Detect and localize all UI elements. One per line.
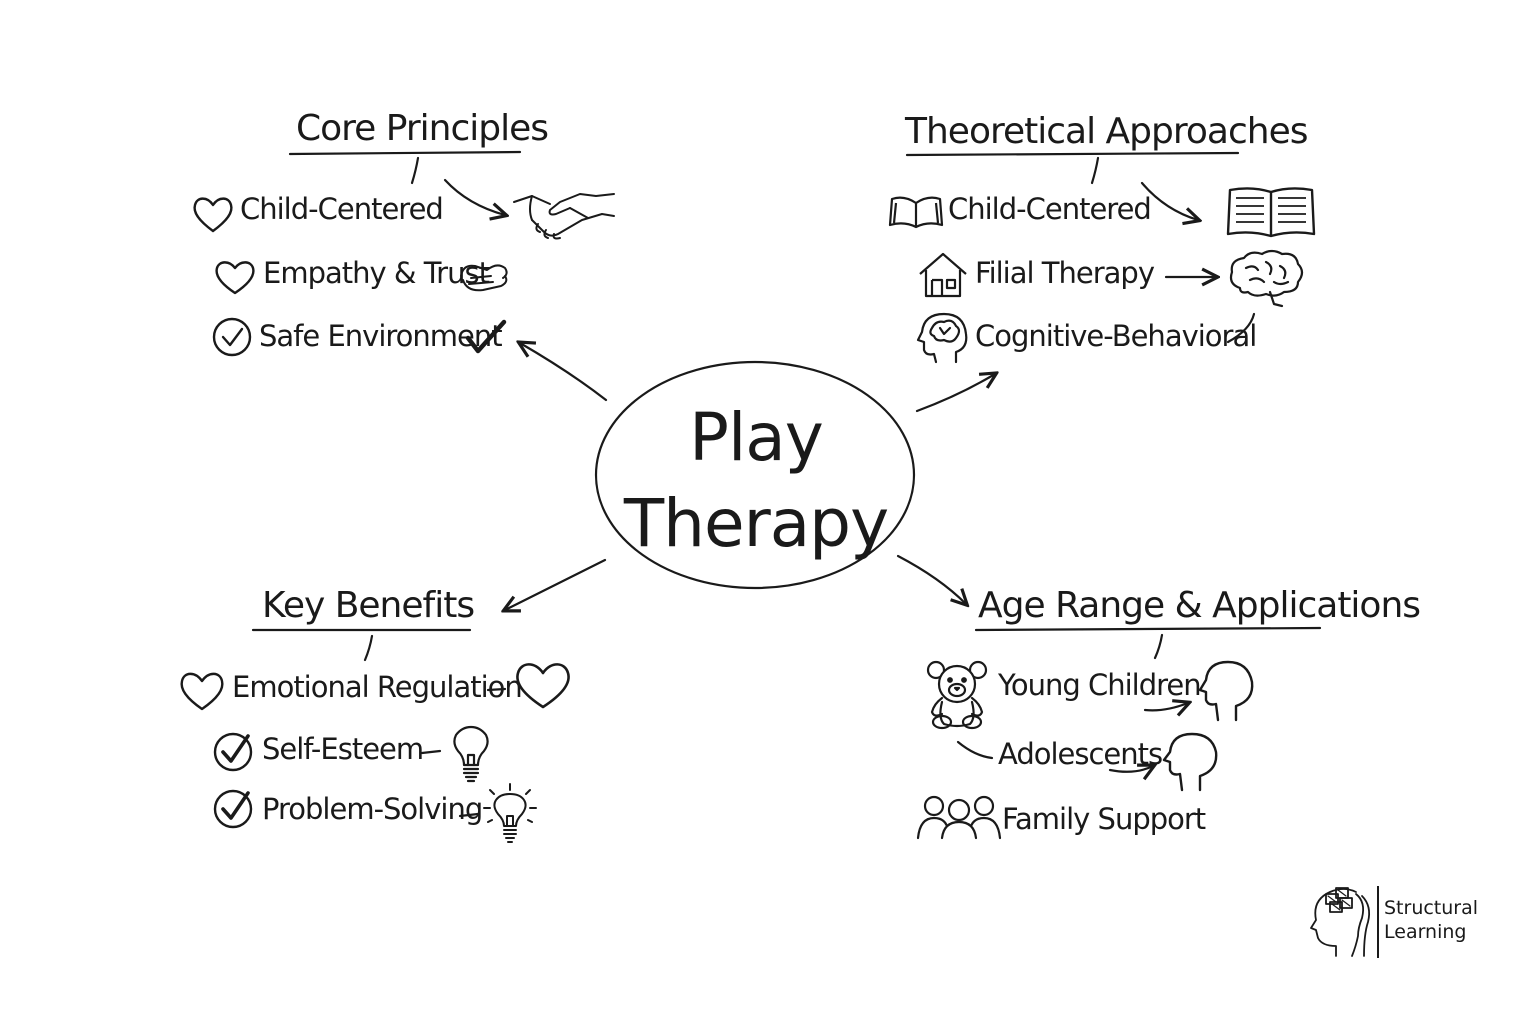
hands-icon — [460, 264, 508, 292]
age-item-family-support: Family Support — [1002, 802, 1206, 836]
heart-icon — [516, 663, 570, 709]
check-circle-icon — [213, 732, 253, 772]
benefit-item-self-esteem: Self-Esteem — [262, 732, 424, 766]
check-circle-icon — [213, 789, 253, 829]
book-icon — [1226, 187, 1316, 238]
teddy-bear-icon — [926, 660, 988, 730]
structural-learning-logo-icon — [1310, 886, 1379, 958]
handshake-icon — [513, 193, 615, 240]
brand-line2: Learning — [1384, 921, 1467, 943]
age-range-heading: Age Range & Applications — [978, 585, 1421, 626]
brand-name: Structural Learning — [1384, 896, 1478, 944]
center-title: Play Therapy — [598, 395, 914, 567]
arrow-to-benefits — [505, 558, 607, 610]
arrow-to-age — [896, 554, 966, 604]
head-brain-icon — [916, 312, 968, 364]
brand-line1: Structural — [1384, 897, 1479, 919]
core-principles-heading: Core Principles — [296, 108, 549, 149]
theory-item-filial-therapy: Filial Therapy — [975, 256, 1155, 290]
check-circle-icon — [212, 317, 252, 357]
theory-item-cognitive-behavioral: Cognitive-Behavioral — [975, 319, 1257, 353]
heart-icon — [180, 672, 224, 711]
heart-icon — [193, 197, 233, 233]
arrow-to-core — [520, 343, 608, 402]
underline-age — [974, 626, 1322, 632]
core-item-safe-environment: Safe Environment — [259, 319, 503, 353]
underline-core — [288, 150, 522, 156]
benefit-item-emotional-regulation: Emotional Regulation — [232, 670, 523, 704]
brain-icon — [1229, 249, 1304, 308]
core-item-empathy-trust: Empathy & Trust — [263, 256, 490, 290]
center-title-line2: Therapy — [623, 485, 889, 562]
bright-lightbulb-icon — [483, 783, 537, 843]
benefit-item-problem-solving: Problem-Solving — [262, 792, 483, 826]
core-item-child-centered: Child-Centered — [240, 192, 444, 226]
theory-item-child-centered: Child-Centered — [948, 192, 1152, 226]
head-profile-icon — [1198, 660, 1254, 722]
lightbulb-icon — [453, 725, 489, 783]
family-icon — [916, 795, 1002, 840]
age-item-young-children: Young Children — [998, 668, 1202, 702]
heart-icon — [215, 261, 255, 295]
center-title-line1: Play — [689, 399, 824, 476]
house-icon — [919, 252, 967, 298]
checkmark-icon — [465, 319, 507, 354]
age-item-adolescents: Adolescents — [998, 737, 1163, 771]
open-book-icon — [888, 196, 944, 229]
key-benefits-heading: Key Benefits — [262, 585, 475, 626]
underline-theory — [905, 151, 1240, 157]
theoretical-approaches-heading: Theoretical Approaches — [905, 111, 1308, 152]
arrow-to-theory — [915, 374, 995, 413]
head-profile-icon — [1162, 732, 1218, 792]
center-ellipse — [594, 360, 916, 590]
